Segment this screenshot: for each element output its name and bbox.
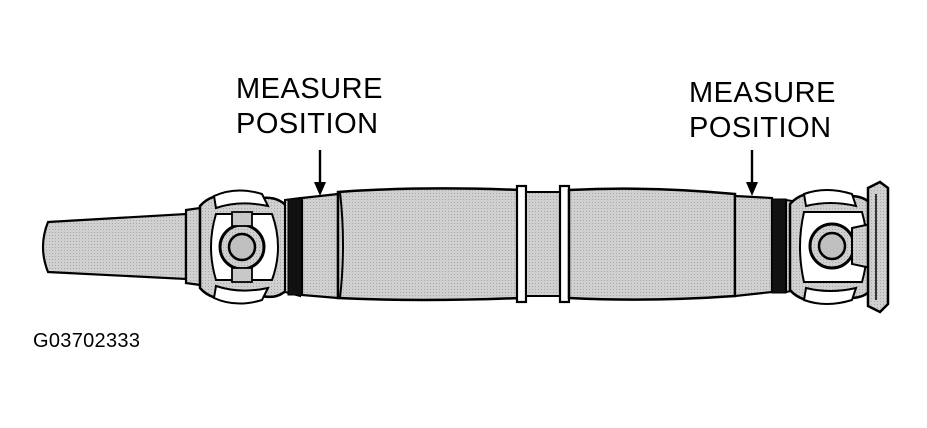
label-line-1: MEASURE xyxy=(689,77,836,109)
label-line-2: POSITION xyxy=(236,108,379,140)
slip-yoke-shaft xyxy=(41,206,202,287)
measure-position-label-right: MEASURE POSITION xyxy=(689,76,836,146)
label-line-2: POSITION xyxy=(689,112,832,144)
left-measure-section xyxy=(284,192,340,300)
drive-shaft-tube-icon xyxy=(336,184,737,304)
flange-icon xyxy=(866,180,890,314)
right-pointer-arrow xyxy=(746,150,758,196)
label-line-1: MEASURE xyxy=(236,73,383,105)
figure-code: G03702333 xyxy=(33,330,141,352)
left-pointer-arrow xyxy=(314,150,326,196)
right-measure-section xyxy=(733,194,799,298)
universal-joint-icon-right xyxy=(788,189,881,305)
universal-joint-icon xyxy=(198,189,292,305)
measure-position-label-left: MEASURE POSITION xyxy=(236,72,383,142)
